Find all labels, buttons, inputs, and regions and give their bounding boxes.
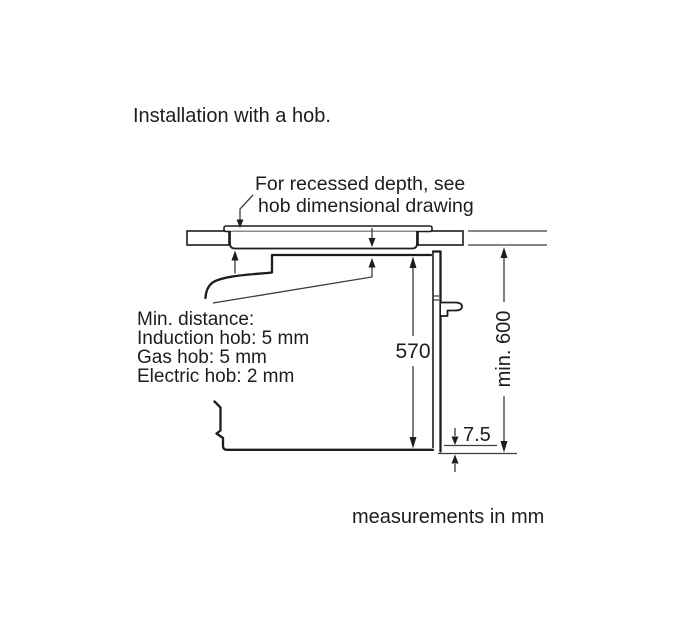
up-arrow-icon: [500, 247, 508, 258]
oven-door: [431, 250, 442, 453]
recess-note-line1: For recessed depth, see: [255, 173, 465, 195]
recess-note-leader: [239, 194, 254, 221]
recess-depth-annotation: For recessed depth, see hob dimensional …: [236, 173, 474, 247]
worktop: [186, 230, 547, 246]
door-handle: [441, 301, 463, 317]
min-distance-electric: Electric hob: 2 mm: [137, 366, 294, 387]
dimension-7-5: 7.5: [438, 424, 517, 472]
dimension-75-label: 7.5: [463, 424, 491, 446]
down-arrow-icon: [236, 219, 244, 228]
oven-top-outline: [204, 253, 433, 300]
dimension-570-label: 570: [395, 340, 430, 363]
up-arrow-icon: [368, 258, 376, 268]
down-arrow-icon: [409, 437, 417, 449]
door-hinge-detail: [433, 295, 439, 301]
min-distance-induction: Induction hob: 5 mm: [137, 328, 309, 349]
up-arrow-icon: [409, 256, 417, 268]
hob-tub: [229, 231, 418, 250]
dimension-600-label: min. 600: [493, 311, 515, 388]
min-distance-gas: Gas hob: 5 mm: [137, 347, 267, 368]
down-arrow-icon: [500, 441, 508, 453]
oven: [204, 250, 463, 453]
up-arrow-icon: [231, 250, 239, 261]
worktop-left-section: [186, 230, 230, 246]
hob: [223, 225, 433, 250]
page-title: Installation with a hob.: [133, 105, 331, 127]
down-arrow-icon: [368, 238, 376, 247]
recess-note-line2: hob dimensional drawing: [258, 195, 474, 217]
worktop-extension-lines: [468, 230, 547, 246]
down-arrow-icon: [451, 436, 459, 445]
worktop-right-section: [417, 230, 464, 246]
dimension-min-600: min. 600: [493, 247, 515, 453]
hob-flange: [223, 225, 433, 233]
min-distance-annotation: Min. distance: Induction hob: 5 mm Gas h…: [137, 250, 376, 387]
measurements-note: measurements in mm: [352, 506, 544, 528]
dimension-570: 570: [395, 256, 431, 449]
oven-bottom-outline: [213, 400, 435, 451]
min-distance-heading: Min. distance:: [137, 309, 254, 330]
up-arrow-icon: [451, 454, 459, 464]
min-distance-arrow-b-leader: [212, 266, 373, 304]
